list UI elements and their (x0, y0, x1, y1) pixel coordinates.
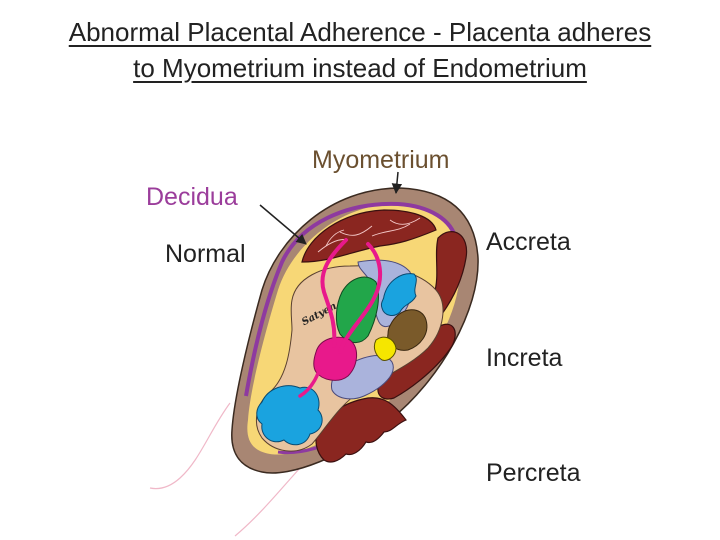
green-organ (335, 276, 379, 343)
title-line-1: Abnormal Placental Adherence - Placenta … (68, 17, 652, 47)
title-line-2: to Myometrium instead of Endometrium (133, 53, 587, 83)
label-myometrium: Myometrium (312, 146, 450, 174)
brown-organ (387, 309, 428, 351)
membrane-strand (149, 402, 231, 490)
umbilical-cord (320, 238, 348, 348)
fetal-heart (313, 336, 357, 381)
label-normal: Normal (165, 240, 246, 268)
diagram-title: Abnormal Placental Adherence - Placenta … (0, 14, 720, 86)
yellow-organ (373, 336, 397, 361)
membrane-strand (234, 467, 301, 537)
fetal-brain (256, 385, 323, 446)
myometrium-arrow (391, 171, 403, 195)
decidua-line (244, 201, 458, 397)
fetus: Satyen (255, 259, 444, 452)
intestine-upper (380, 273, 417, 316)
umbilical-cord (298, 366, 322, 398)
label-accreta: Accreta (486, 228, 571, 256)
label-decidua: Decidua (146, 183, 238, 211)
umbilical-cord (338, 242, 383, 354)
label-percreta: Percreta (486, 459, 581, 487)
placenta-percreta (315, 397, 407, 463)
label-increta: Increta (486, 344, 563, 372)
decidua-arrow (259, 204, 307, 245)
